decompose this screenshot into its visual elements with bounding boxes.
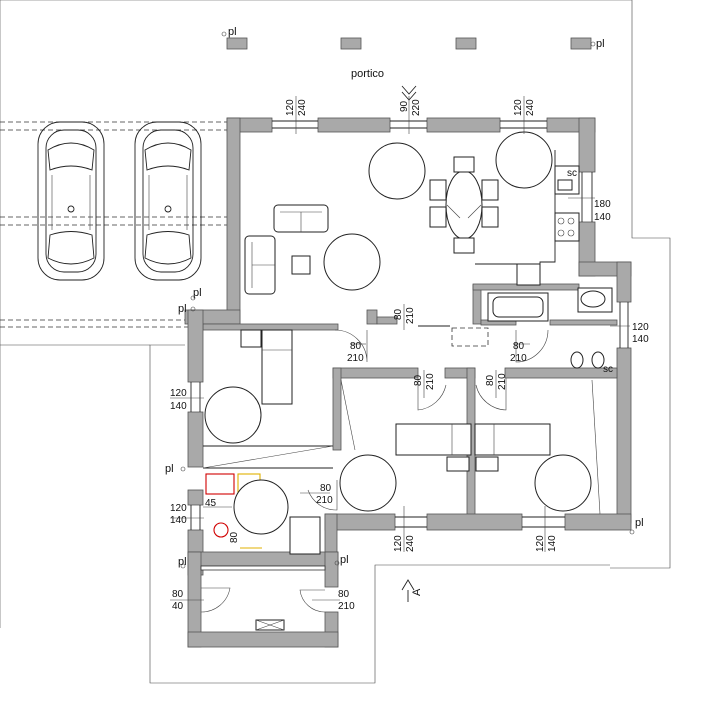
dimension-lines: [170, 96, 630, 601]
dim-door-bath-h: 210: [510, 353, 527, 364]
dim-window-living-left-h: 240: [297, 99, 308, 116]
dim-window-store-w: 80: [172, 589, 184, 600]
dim-door-bed3-w: 80: [485, 374, 496, 386]
label-pl-store-right: pl: [340, 554, 349, 566]
label-pl-right: pl: [635, 517, 644, 529]
dim-window-room-a-h: 140: [170, 401, 187, 412]
dim-window-bed2-w: 120: [393, 535, 404, 552]
dim-window-bath2-h: 140: [170, 515, 187, 526]
dim-door-bed2-w: 80: [413, 374, 424, 386]
label-sc: sc: [567, 168, 577, 179]
living-furniture: [244, 131, 580, 295]
door-swings: [200, 329, 549, 613]
dim-door-bed-small-h: 210: [316, 495, 333, 506]
parking-lines: [0, 121, 228, 328]
car-left: [37, 121, 105, 281]
dim-window-living-right-h: 240: [525, 99, 536, 116]
dim-door-bed2-h: 210: [425, 373, 436, 390]
dim-window-bed3-h: 140: [547, 535, 558, 552]
dim-window-bed2-h: 240: [405, 535, 416, 552]
bathroom2-fixtures: [205, 473, 321, 555]
dim-bath2-80: 80: [229, 531, 240, 543]
storage-fixtures: [255, 619, 285, 631]
dim-door-entry-h: 220: [411, 99, 422, 116]
label-pl-topright: pl: [596, 38, 605, 50]
dim-door-bed-small-w: 80: [320, 483, 332, 494]
label-pl-garage: pl: [193, 287, 202, 299]
plan-labels: portico pl pl pl pl pl pl pl pl A sc sc: [165, 26, 644, 596]
dim-window-bed3-w: 120: [535, 535, 546, 552]
windows: [190, 120, 629, 530]
dim-bath2-45: 45: [205, 498, 217, 509]
label-pl-garage2: pl: [178, 303, 187, 315]
dim-window-bath-w: 120: [632, 322, 649, 333]
dim-window-living-right-w: 120: [513, 99, 524, 116]
dim-door-entry-w: 90: [399, 100, 410, 112]
dim-door-bed1-h: 210: [347, 353, 364, 364]
dim-window-living-left-w: 120: [285, 99, 296, 116]
label-pl-left: pl: [165, 463, 174, 475]
dim-door-hall-h: 210: [405, 307, 416, 324]
dim-door-store-h: 210: [338, 601, 355, 612]
dim-window-bath2-w: 120: [170, 503, 187, 514]
section-marker-a: [401, 579, 415, 602]
dim-window-store-h: 40: [172, 601, 184, 612]
bathroom-fixtures: [418, 287, 613, 369]
site-boundary: [0, 0, 671, 684]
dim-door-bed3-h: 210: [497, 373, 508, 390]
dim-door-hall-w: 80: [393, 308, 404, 320]
walls: [184, 117, 632, 648]
label-portico: portico: [351, 68, 384, 80]
dim-window-kitchen-w: 180: [594, 199, 611, 210]
label-pl-store-left: pl: [178, 556, 187, 568]
bedroom-right: [474, 379, 601, 515]
dim-door-store-w: 80: [338, 589, 350, 600]
portico-pillars: [226, 37, 592, 50]
dimension-labels: 120 240 90 220 120 240 180 140 80 210 80…: [170, 99, 649, 612]
pl-markers: [180, 31, 635, 569]
dim-window-room-a-w: 120: [170, 388, 187, 399]
left-room-furniture: [202, 329, 334, 469]
car-right: [134, 121, 202, 281]
dim-door-bed1-w: 80: [350, 341, 362, 352]
dim-door-bath-w: 80: [513, 341, 525, 352]
dim-window-kitchen-h: 140: [594, 212, 611, 223]
dim-window-bath-h: 140: [632, 334, 649, 345]
label-pl-topleft: pl: [228, 26, 237, 38]
label-sc-bath: sc: [603, 364, 613, 375]
bedroom-left: [339, 379, 472, 512]
label-section-a: A: [411, 588, 423, 596]
